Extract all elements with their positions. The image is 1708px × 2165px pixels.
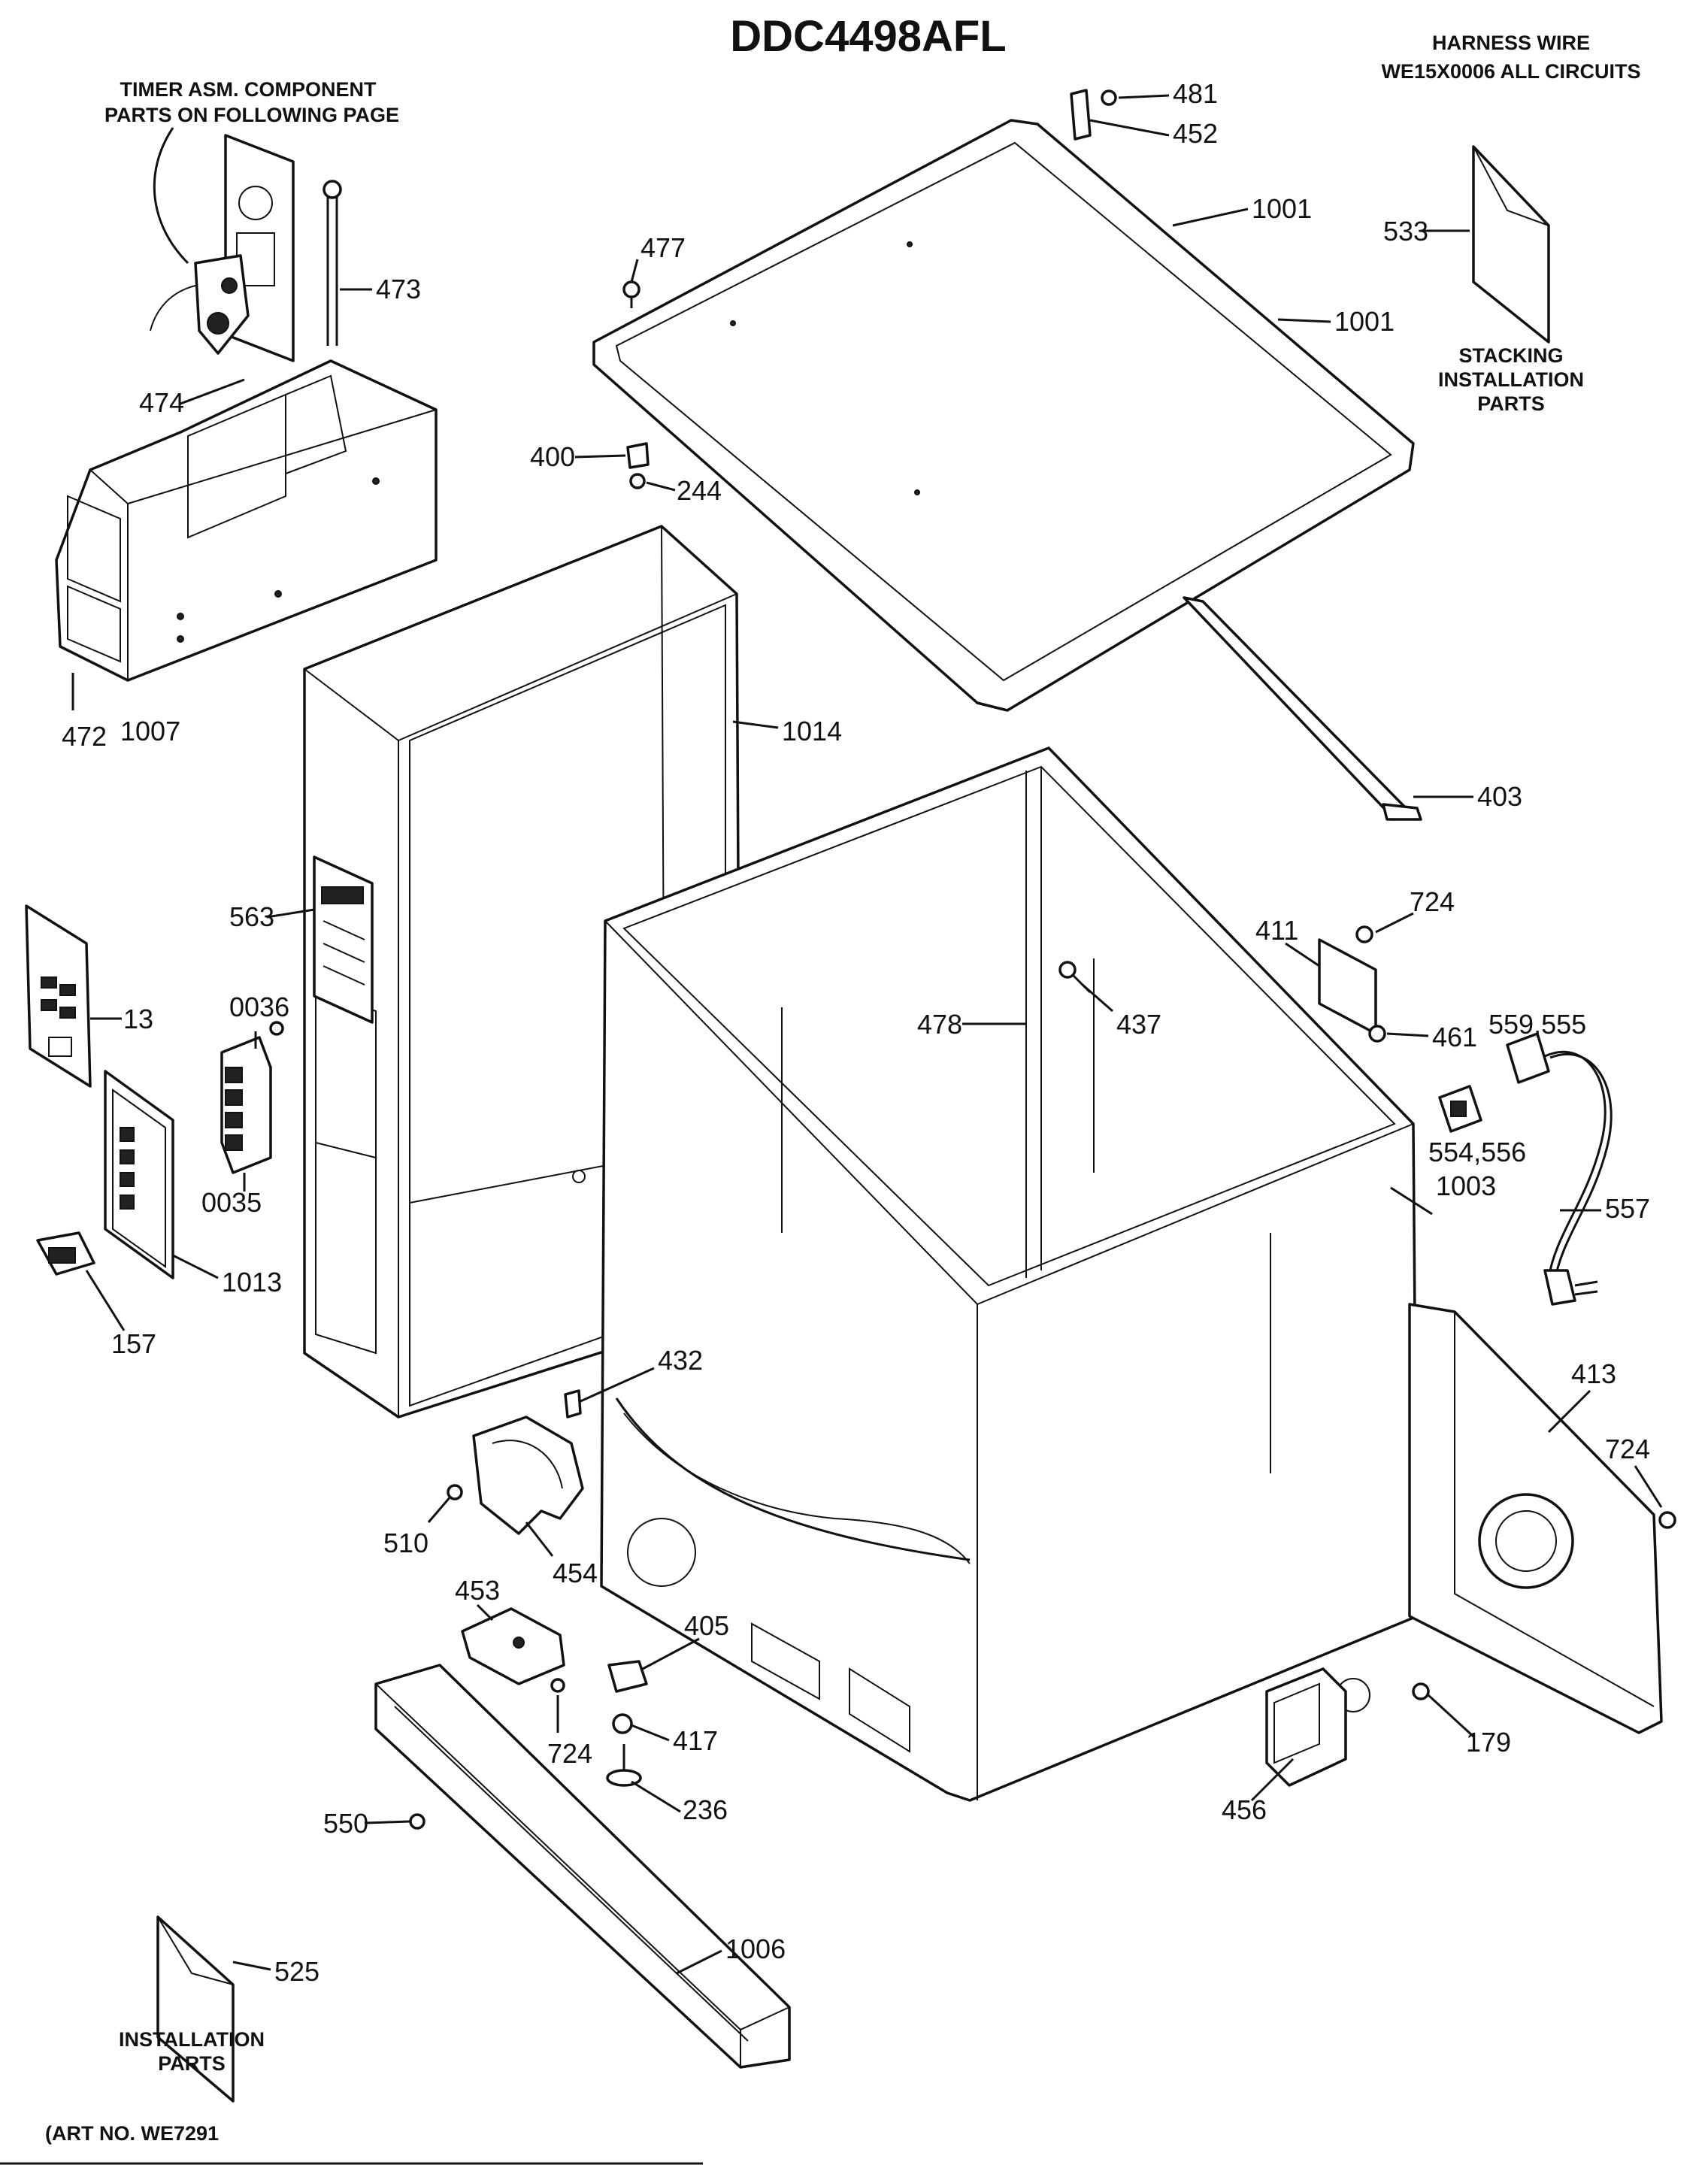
callout-405: 405 <box>684 1610 729 1641</box>
callout-411: 411 <box>1255 915 1298 946</box>
callout-472: 472 <box>62 721 107 752</box>
screw-510 <box>447 1484 463 1500</box>
callout-453: 453 <box>455 1575 500 1606</box>
lamp-157 <box>36 1231 95 1276</box>
callout-481: 481 <box>1173 78 1218 109</box>
callout-413: 413 <box>1571 1358 1616 1389</box>
callout-244: 244 <box>677 475 722 506</box>
callout-1006: 1006 <box>725 1933 786 1964</box>
callout-563: 563 <box>229 901 274 932</box>
callout-1001-a: 1001 <box>1252 193 1312 224</box>
callout-432: 432 <box>658 1345 703 1376</box>
bezel-1013 <box>104 1070 174 1279</box>
art-number: (ART NO. WE7291 <box>45 2122 219 2145</box>
stacking-parts-envelope <box>1472 145 1550 344</box>
timer-shaft <box>323 180 342 346</box>
callout-1003: 1003 <box>1436 1170 1496 1201</box>
screw-477 <box>622 280 640 308</box>
callout-724-upper: 724 <box>1410 886 1455 917</box>
installation-parts-envelope <box>156 1915 235 2103</box>
callout-724-right: 724 <box>1605 1434 1650 1464</box>
screw-550 <box>409 1813 425 1830</box>
decal-panel-13 <box>25 904 92 1088</box>
bracket-453 <box>461 1607 565 1685</box>
power-cord <box>1543 1050 1613 1306</box>
callout-437: 437 <box>1116 1009 1161 1040</box>
terminal-block <box>1438 1032 1550 1133</box>
callout-724-lower: 724 <box>547 1738 592 1769</box>
cover-support-strip <box>1183 596 1422 821</box>
callout-157: 157 <box>111 1328 156 1359</box>
callout-456: 456 <box>1222 1794 1267 1825</box>
screw-724-lower <box>550 1678 565 1693</box>
callout-533: 533 <box>1383 216 1428 247</box>
callout-1013: 1013 <box>222 1267 282 1297</box>
callout-559-555: 559,555 <box>1488 1009 1586 1040</box>
screw-244 <box>629 473 646 489</box>
screw-724-upper <box>1355 925 1373 943</box>
callout-477: 477 <box>640 232 686 263</box>
callout-1007: 1007 <box>120 716 180 746</box>
callout-557: 557 <box>1605 1193 1650 1224</box>
callout-461: 461 <box>1432 1022 1477 1052</box>
leveling-leg-236 <box>606 1713 642 1787</box>
callout-0036: 0036 <box>229 992 289 1022</box>
timer-note-line1: TIMER ASM. COMPONENT <box>120 78 377 101</box>
callout-474: 474 <box>139 387 184 418</box>
stacking-note-line2: INSTALLATION <box>1438 368 1584 391</box>
callout-1014: 1014 <box>782 716 842 746</box>
callout-478: 478 <box>917 1009 962 1040</box>
rear-panel-413 <box>1408 1303 1663 1734</box>
install-note-line2: PARTS <box>158 2052 226 2075</box>
harness-note-line2: WE15X0006 ALL CIRCUITS <box>1381 60 1640 83</box>
top-cover <box>592 119 1415 712</box>
bracket-405 <box>607 1660 648 1693</box>
timer-assembly <box>150 127 295 362</box>
callout-403: 403 <box>1477 781 1522 812</box>
callout-417: 417 <box>673 1725 718 1756</box>
control-panel-563 <box>313 855 374 1024</box>
control-housing <box>55 359 438 682</box>
callout-452: 452 <box>1173 118 1218 149</box>
screw-724-right <box>1658 1511 1676 1529</box>
clip-432 <box>564 1389 582 1419</box>
callout-1001-b: 1001 <box>1334 306 1395 337</box>
bracket-456 <box>1265 1667 1347 1787</box>
callout-554-556: 554,556 <box>1428 1137 1526 1167</box>
access-plate-411 <box>1318 938 1377 1035</box>
cabinet-1003 <box>600 746 1419 1802</box>
callout-labels: 481 452 1001 1001 533 477 473 474 400 24… <box>62 78 1650 1987</box>
leader-lines <box>71 94 1663 1975</box>
install-note-line1: INSTALLATION <box>119 2028 265 2051</box>
screw-179 <box>1412 1682 1430 1700</box>
callout-473: 473 <box>376 274 421 304</box>
toe-panel-1006 <box>374 1664 791 2069</box>
callout-550: 550 <box>323 1808 368 1839</box>
timer-note-line2: PARTS ON FOLLOWING PAGE <box>104 104 399 126</box>
callout-236: 236 <box>683 1794 728 1825</box>
stacking-note-line1: STACKING <box>1459 344 1564 367</box>
screw-437 <box>1058 961 1092 994</box>
callout-525: 525 <box>274 1956 319 1987</box>
stacking-bracket <box>1070 89 1117 141</box>
callout-454: 454 <box>553 1558 598 1588</box>
door-strike-plate-454 <box>472 1416 584 1535</box>
callout-179: 179 <box>1466 1727 1511 1758</box>
harness-note-line1: HARNESS WIRE <box>1432 32 1590 54</box>
switch-block <box>220 1021 284 1174</box>
stacking-note-line3: PARTS <box>1477 392 1545 415</box>
clip-400 <box>626 442 650 469</box>
callout-13: 13 <box>123 1004 153 1034</box>
callout-400: 400 <box>530 441 575 472</box>
callout-0035: 0035 <box>201 1187 262 1218</box>
callout-510: 510 <box>383 1528 429 1558</box>
model-title: DDC4498AFL <box>730 12 1006 61</box>
screw-461 <box>1368 1025 1386 1043</box>
